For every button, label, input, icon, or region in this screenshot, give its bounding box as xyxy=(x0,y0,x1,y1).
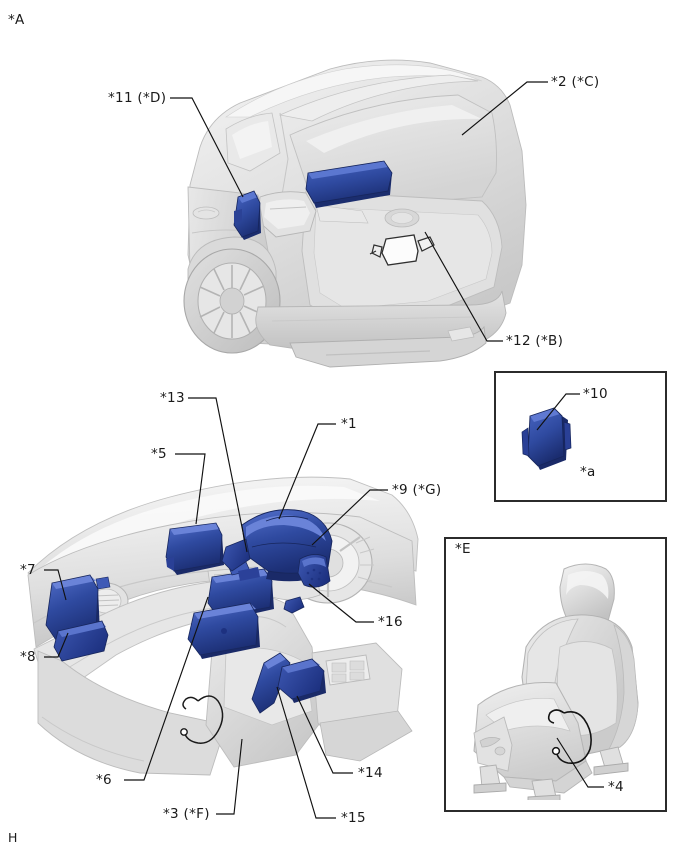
callout-label-7: *7 xyxy=(20,562,36,578)
callout-label-11: *11 (*D) xyxy=(108,90,167,106)
callout-label-1: *1 xyxy=(341,416,357,432)
callout-label-3: *3 (*F) xyxy=(163,806,210,822)
section-mark-a: *A xyxy=(8,12,25,28)
callout-label-13: *13 xyxy=(160,390,185,406)
inset-title-e: *E xyxy=(455,541,471,557)
highlight-part-2 xyxy=(305,160,393,208)
callout-label-2: *2 (*C) xyxy=(551,74,600,90)
callout-label-16: *16 xyxy=(378,614,403,630)
highlight-part-11 xyxy=(233,190,261,240)
front-seat-illustration xyxy=(473,563,639,800)
callout-label-12: *12 (*B) xyxy=(506,333,564,349)
callout-label-14: *14 xyxy=(358,765,383,781)
page-corner-mark: H xyxy=(8,830,18,845)
callout-label-10: *10 xyxy=(583,386,608,402)
callout-label-8: *8 xyxy=(20,649,36,665)
callout-label-5: *5 xyxy=(151,446,167,462)
inset-caption-a: *a xyxy=(580,464,596,480)
callout-label-9: *9 (*G) xyxy=(392,482,442,498)
callout-label-15: *15 xyxy=(341,810,366,826)
vehicle-rear-illustration xyxy=(183,59,527,368)
highlight-part-16 xyxy=(283,596,305,614)
highlight-part-9 xyxy=(297,554,331,588)
callout-label-6: *6 xyxy=(96,772,112,788)
callout-label-4: *4 xyxy=(608,779,624,795)
instrument-panel-illustration xyxy=(27,476,419,776)
connector-detail-illustration xyxy=(521,407,572,470)
